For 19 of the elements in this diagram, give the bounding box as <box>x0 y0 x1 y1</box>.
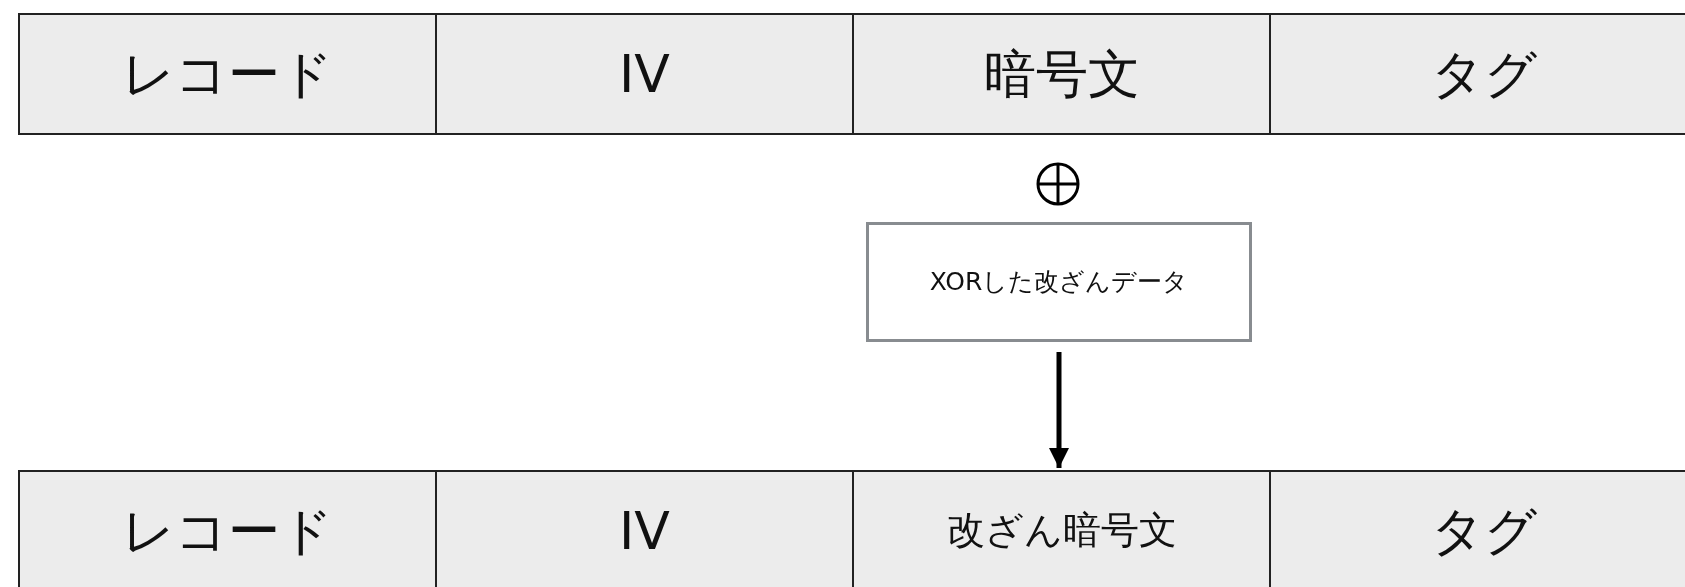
field-cell <box>18 13 437 135</box>
cell-label: レコード <box>122 43 333 106</box>
field-cell <box>1269 13 1685 135</box>
field-cell <box>435 13 854 135</box>
cell-label: IV <box>619 43 670 106</box>
cell-label: XORした改ざんデータ <box>929 266 1189 299</box>
process-box <box>866 222 1252 342</box>
field-cell <box>435 470 854 587</box>
field-cell <box>852 13 1271 135</box>
field-cell <box>852 470 1271 587</box>
cell-label: IV <box>619 499 670 563</box>
cell-label: 暗号文 <box>983 43 1140 106</box>
cell-label: 改ざん暗号文 <box>946 507 1177 554</box>
cell-label: タグ <box>1431 499 1537 563</box>
cell-label: レコード <box>122 499 333 563</box>
field-cell <box>1269 470 1685 587</box>
field-cell <box>18 470 437 587</box>
arrow <box>1049 352 1069 468</box>
cell-label: タグ <box>1431 43 1537 106</box>
